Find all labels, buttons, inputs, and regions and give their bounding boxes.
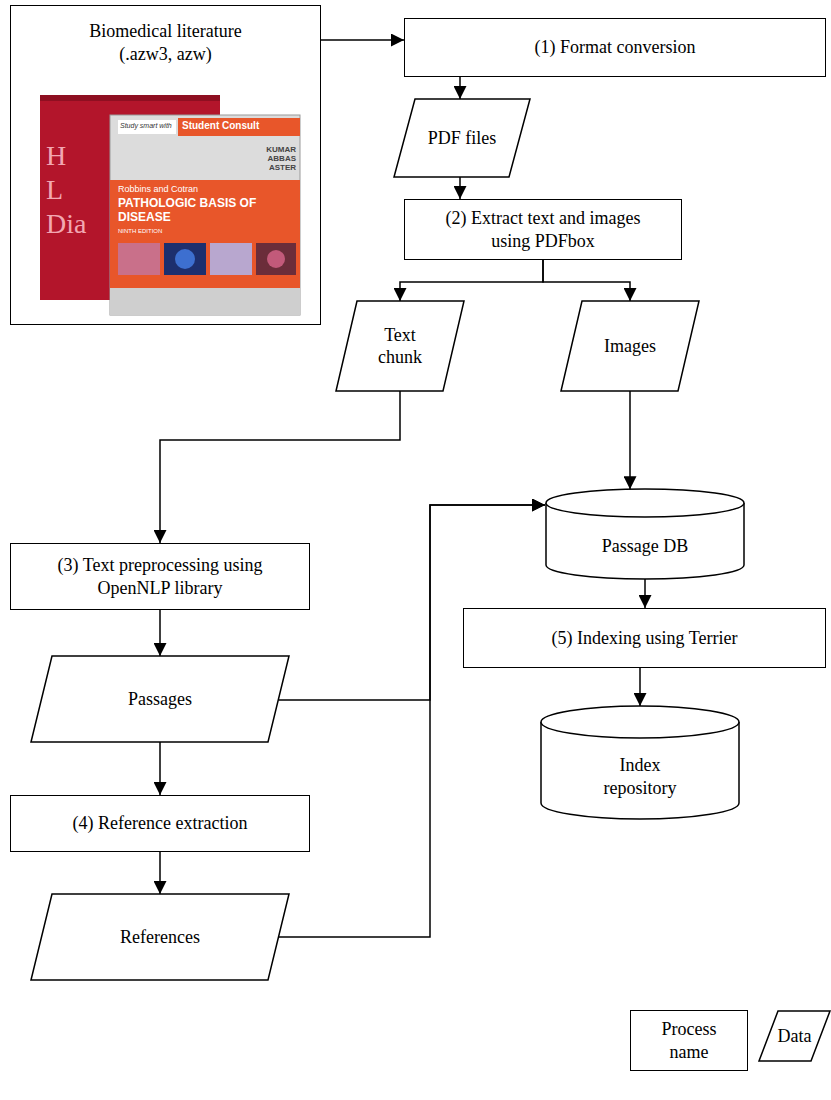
node-label: Process name	[649, 1018, 729, 1063]
node-label: PDF files	[428, 127, 497, 150]
flow-arrow	[644, 579, 646, 608]
parallelogram-shape	[394, 99, 530, 177]
text-wrap: Text chunk	[335, 300, 465, 392]
cylinder-outline	[545, 488, 745, 580]
cover-panel	[110, 180, 300, 288]
cover-letter: L	[46, 174, 63, 206]
data-parallelogram: References	[30, 893, 290, 981]
node-label: Passages	[128, 688, 192, 711]
process-box: (5) Indexing using Terrier	[463, 608, 826, 668]
node-label: Text chunk	[370, 324, 430, 369]
cover-text: Robbins and Cotran	[118, 184, 198, 194]
text-wrap: (2) Extract text and images using PDFbox	[405, 200, 681, 259]
node-label: Index repository	[590, 754, 690, 799]
text-wrap: Process name	[631, 1011, 747, 1070]
process-box: (1) Format conversion	[404, 18, 826, 77]
tissue-image	[164, 243, 206, 275]
node-label: (1) Format conversion	[535, 36, 696, 59]
database-cylinder: Index repository	[540, 705, 740, 820]
cover-text: Study smart with	[120, 122, 172, 130]
cylinder-top	[541, 706, 739, 738]
flow-arrow	[400, 260, 543, 301]
parallelogram-shape	[561, 301, 699, 391]
flow-arrow	[629, 391, 631, 489]
flow-arrow	[459, 77, 461, 99]
text-wrap: Data	[758, 1010, 831, 1062]
node-label: (5) Indexing using Terrier	[552, 627, 738, 650]
tissue-image	[118, 243, 160, 275]
database-cylinder: Passage DB	[545, 488, 745, 580]
red-book-edge	[40, 95, 220, 101]
node-label: References	[120, 926, 200, 949]
tissue-image	[175, 249, 195, 269]
parallelogram-shape	[336, 301, 464, 391]
cover-bar	[178, 118, 300, 136]
cover-title: PATHOLOGIC BASIS OF DISEASE	[118, 197, 268, 225]
robbins-cover	[110, 115, 300, 315]
legend-data-parallelogram: Data	[758, 1010, 831, 1062]
tissue-image	[267, 250, 285, 268]
flow-arrow	[543, 260, 630, 301]
process-box: (4) Reference extraction	[10, 795, 310, 852]
flow-arrow	[159, 852, 161, 894]
cover-letter: H	[46, 140, 66, 172]
text-wrap: (5) Indexing using Terrier	[464, 609, 825, 667]
node-label: (3) Text preprocessing using OpenNLP lib…	[35, 554, 285, 599]
node-label: Data	[778, 1025, 812, 1048]
node-label: Passage DB	[602, 535, 689, 558]
tissue-image	[256, 243, 296, 275]
cover-letter: Dia	[46, 208, 86, 240]
cover-text: NINTH EDITION	[118, 228, 162, 235]
text-wrap: (1) Format conversion	[405, 19, 825, 76]
text-wrap: PDF files	[393, 98, 531, 178]
text-wrap: Index repository	[540, 705, 740, 820]
flow-arrow	[321, 39, 404, 41]
cover-bottom	[110, 288, 300, 315]
text-wrap: Passages	[30, 655, 290, 743]
cover-text: Student Consult	[182, 120, 259, 132]
legend-process-box: Process name	[630, 1010, 748, 1071]
flow-arrow	[159, 742, 161, 795]
data-parallelogram: Images	[560, 300, 700, 392]
node-label: (2) Extract text and images using PDFbox	[428, 207, 658, 252]
data-parallelogram: Passages	[30, 655, 290, 743]
cover-tag	[118, 120, 176, 134]
data-parallelogram: Text chunk	[335, 300, 465, 392]
parallelogram-shape	[31, 894, 289, 980]
text-wrap: (4) Reference extraction	[11, 796, 309, 851]
data-parallelogram: PDF files	[393, 98, 531, 178]
tissue-image	[210, 243, 252, 275]
flow-arrow	[639, 668, 641, 706]
process-box: (2) Extract text and images using PDFbox	[404, 199, 682, 260]
parallelogram-outline	[335, 300, 465, 392]
node-label: (4) Reference extraction	[73, 812, 248, 835]
flow-arrow	[279, 505, 545, 700]
node-label: Biomedical literature (.azw3, azw)	[81, 20, 251, 65]
node-label: Images	[604, 335, 656, 358]
text-wrap: References	[30, 893, 290, 981]
text-wrap: (3) Text preprocessing using OpenNLP lib…	[11, 544, 309, 609]
text-wrap: Passage DB	[545, 488, 745, 580]
cylinder-top	[546, 489, 744, 517]
cover-authors: KUMAR ABBAS ASTER	[250, 145, 296, 173]
flow-arrow	[160, 391, 400, 543]
flow-arrow	[159, 610, 161, 656]
flow-arrow	[279, 505, 545, 937]
flow-arrow	[459, 177, 461, 199]
process-box: (3) Text preprocessing using OpenNLP lib…	[10, 543, 310, 610]
parallelogram-shape	[31, 656, 289, 742]
parallelogram-shape	[759, 1011, 830, 1061]
text-wrap: Images	[560, 300, 700, 392]
